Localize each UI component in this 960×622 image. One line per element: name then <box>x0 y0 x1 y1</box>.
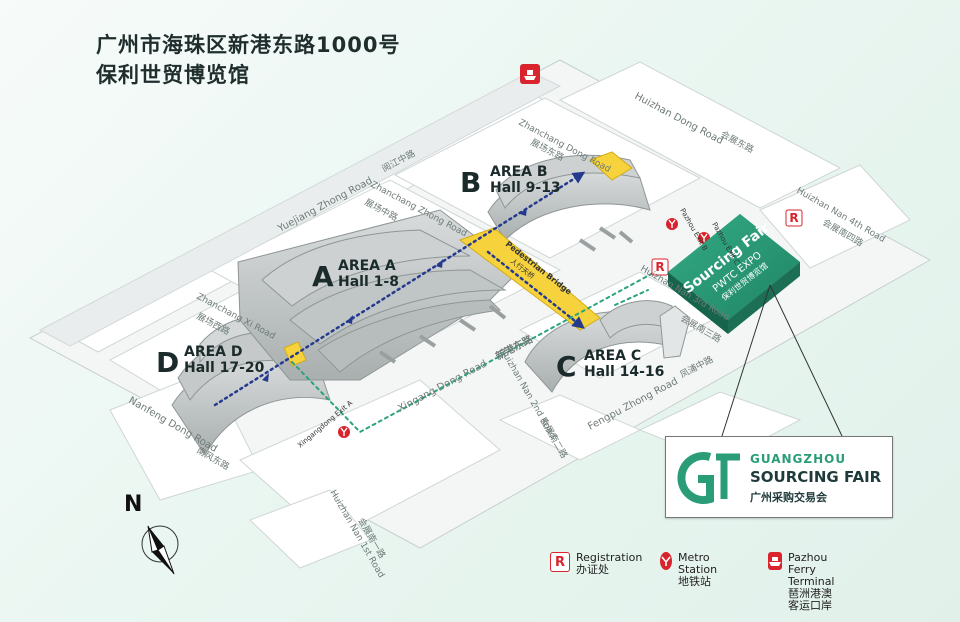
legend-registration: R Registration 办证处 <box>550 552 642 576</box>
metro-icon <box>666 218 678 230</box>
registration-icon: R <box>785 209 803 227</box>
metro-icon <box>338 426 350 438</box>
compass-icon <box>141 525 179 575</box>
area-a-letter: A <box>312 260 334 293</box>
compass-north-label: N <box>124 492 143 517</box>
area-a-name: AREA A <box>338 258 396 274</box>
area-b-halls: Hall 9-13 <box>490 180 561 196</box>
gsf-logo-icon <box>677 452 740 504</box>
legend-metro: Metro Station 地铁站 <box>660 552 723 588</box>
registration-markers: R R <box>651 209 803 276</box>
logo-line-1: GUANGZHOU <box>750 452 847 466</box>
legend-ferry: Pazhou Ferry Terminal 琶洲港澳客运口岸 <box>768 552 838 612</box>
svg-text:R: R <box>655 260 664 274</box>
registration-icon: R <box>550 552 570 572</box>
route-arrows <box>262 207 527 382</box>
metro-markers <box>338 218 710 438</box>
legend-ferry-en: Pazhou Ferry Terminal <box>788 551 835 588</box>
logo-line-3: 广州采购交易会 <box>750 491 827 504</box>
hall-group-a <box>237 209 521 381</box>
callout-lines <box>721 284 843 437</box>
area-labels: A AREA A Hall 1-8 B AREA B Hall 9-13 C A… <box>156 164 664 383</box>
hall-group-c <box>524 300 691 393</box>
area-c-letter: C <box>556 350 577 383</box>
sourcing-fair-logo-box: GUANGZHOU SOURCING FAIR 广州采购交易会 <box>665 436 893 518</box>
area-c-name: AREA C <box>584 348 641 364</box>
registration-icon: R <box>651 258 669 276</box>
legend-metro-cn: 地铁站 <box>678 575 711 588</box>
area-d-name: AREA D <box>184 344 243 360</box>
area-d-letter: D <box>156 346 179 379</box>
area-b-name: AREA B <box>490 164 548 180</box>
riverfront <box>38 71 562 347</box>
legend-ferry-cn: 琶洲港澳客运口岸 <box>788 587 832 612</box>
title-line-2: 保利世贸博览馆 <box>96 63 250 87</box>
legend-metro-en: Metro Station <box>678 551 718 576</box>
address-title: 广州市海珠区新港东路1000号 保利世贸博览馆 <box>96 30 400 90</box>
legend-registration-cn: 办证处 <box>576 563 609 576</box>
area-a-halls: Hall 1-8 <box>338 274 399 290</box>
legend-registration-en: Registration <box>576 551 643 564</box>
sourcing-fair-sign: Sourcing Fair PWTC EXPO 保利世贸博览馆 <box>668 214 800 334</box>
logo-line-2: SOURCING FAIR <box>750 468 882 486</box>
blue-route <box>213 171 586 407</box>
area-b-letter: B <box>460 166 481 199</box>
area-c-halls: Hall 14-16 <box>584 364 664 380</box>
svg-text:R: R <box>789 211 798 225</box>
ferry-icon <box>768 552 782 570</box>
ferry-icon <box>520 64 540 84</box>
area-d-halls: Hall 17-20 <box>184 360 265 376</box>
title-line-1: 广州市海珠区新港东路1000号 <box>96 33 401 57</box>
green-route <box>291 271 656 434</box>
metro-icon <box>660 552 672 570</box>
